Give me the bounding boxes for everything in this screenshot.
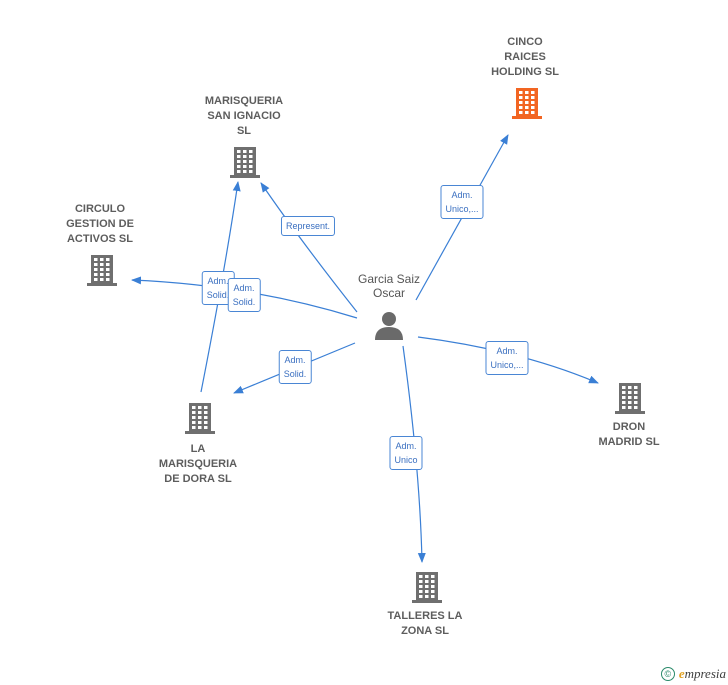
building-icon[interactable]: [412, 572, 442, 603]
edge-label[interactable]: Adm. Solid.: [227, 278, 261, 312]
node-label-circulo[interactable]: CIRCULO GESTION DE ACTIVOS SL: [66, 203, 134, 245]
edge-label[interactable]: Adm. Unico: [389, 436, 423, 470]
edge-label[interactable]: Adm. Unico,...: [440, 185, 484, 219]
edge-label[interactable]: Adm. Solid.: [278, 350, 312, 384]
node-label-person[interactable]: Garcia Saiz Oscar: [357, 272, 421, 300]
building-icon[interactable]: [615, 383, 645, 414]
footer: © empresia: [660, 666, 726, 682]
person-icon[interactable]: [375, 312, 403, 340]
node-label-marisqueria-si[interactable]: MARISQUERIA SAN IGNACIO SL: [204, 95, 284, 137]
building-icon[interactable]: [87, 255, 117, 286]
node-label-talleres[interactable]: TALLERES LA ZONA SL: [387, 610, 463, 637]
node-label-dron[interactable]: DRON MADRID SL: [598, 421, 660, 448]
building-icon[interactable]: [185, 403, 215, 434]
edge-arrow: [260, 182, 358, 313]
edge-label[interactable]: Adm. Unico,...: [485, 341, 529, 375]
building-icon[interactable]: [230, 147, 260, 178]
node-label-cinco[interactable]: CINCO RAICES HOLDING SL: [491, 36, 559, 78]
copyright-icon: ©: [660, 667, 675, 681]
building-icon-highlight[interactable]: [512, 88, 542, 119]
empresia-logo[interactable]: empresia: [678, 666, 726, 681]
edge-label[interactable]: Represent.: [280, 216, 336, 236]
node-label-dora[interactable]: LA MARISQUERIA DE DORA SL: [158, 443, 238, 485]
